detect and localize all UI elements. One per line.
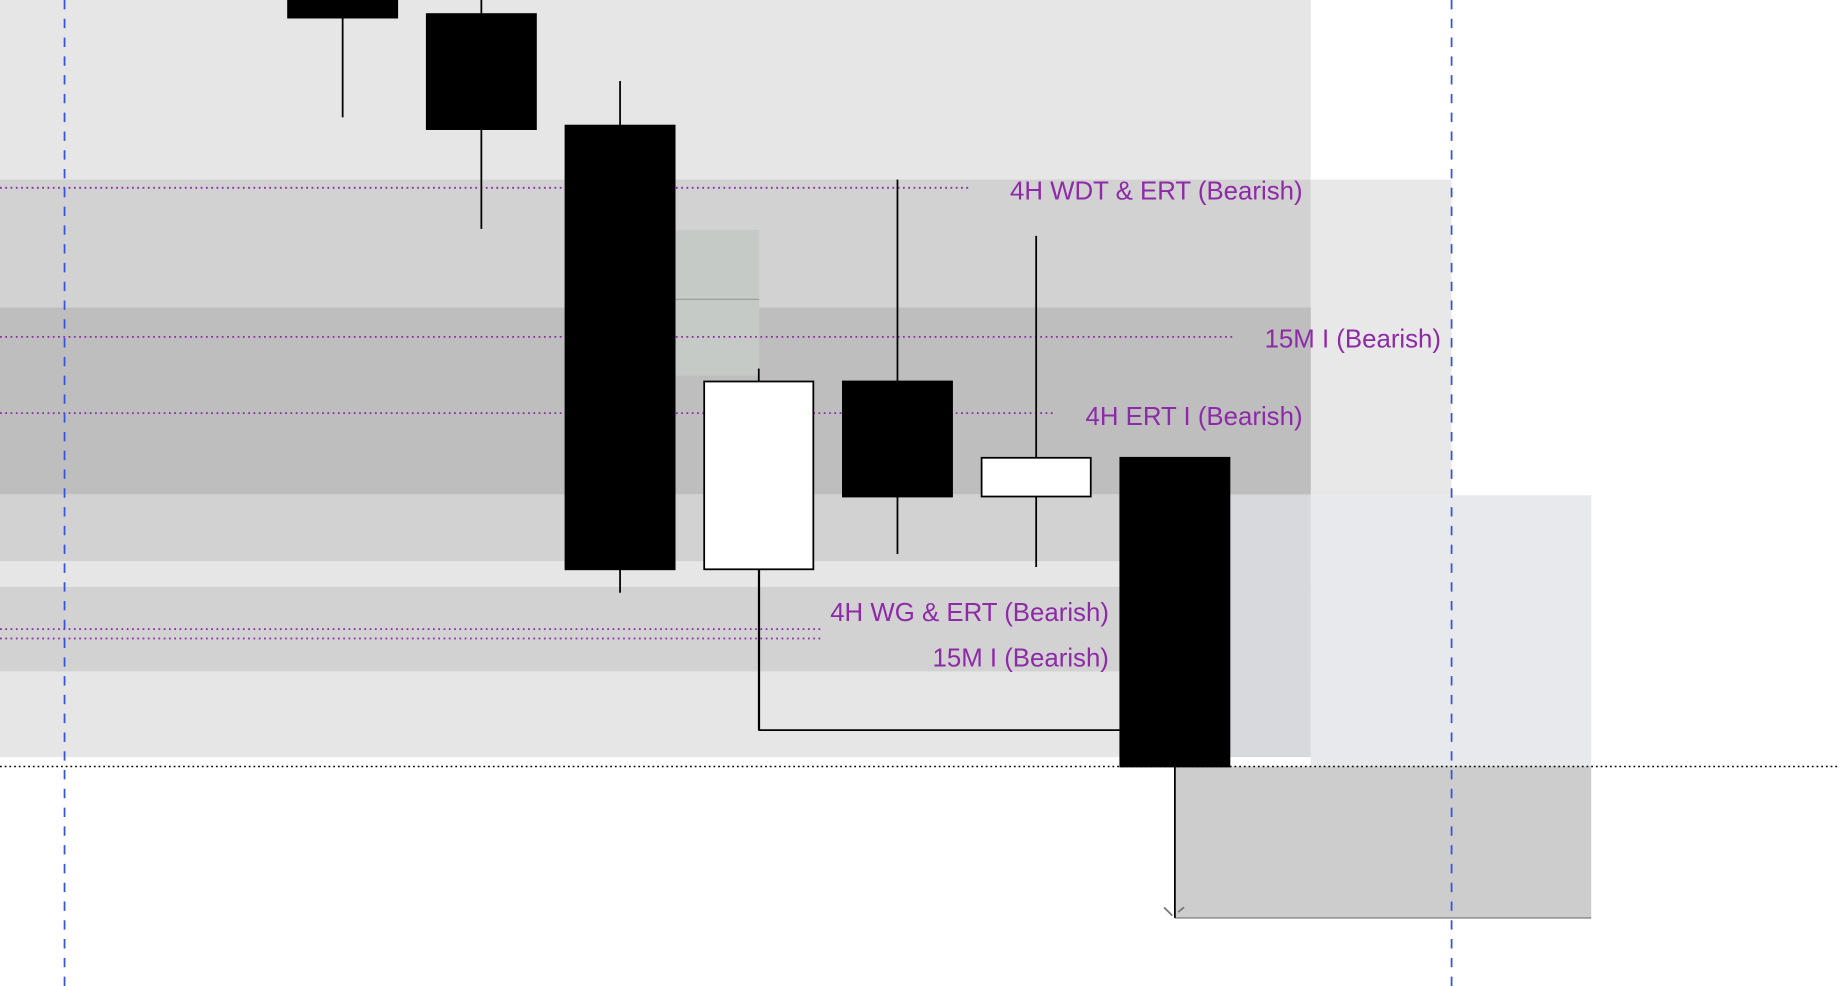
candle-body [425,13,537,130]
target-box[interactable] [1174,766,1592,918]
level-labels: 4H WDT & ERT (Bearish) 15M I (Bearish) 4H … [830,178,1441,673]
level-label: 4H ERT I (Bearish) [1085,403,1302,431]
level-label: 15M I (Bearish) [933,645,1109,673]
candle[interactable] [842,179,953,555]
level-label: 4H WG & ERT (Bearish) [830,599,1109,627]
level-lines [0,186,1233,640]
level-label: 4H WDT & ERT (Bearish) [1010,178,1303,206]
candle[interactable] [564,80,676,593]
level-label: 15M I (Bearish) [1265,325,1441,353]
zone-15m-upper [1310,179,1452,496]
candle[interactable] [703,368,815,731]
candle-body [980,456,1092,498]
resize-handle-icon[interactable] [1163,906,1185,917]
candle-body [703,380,815,571]
candle[interactable] [425,0,537,229]
candle-body [564,124,676,571]
candle[interactable] [1119,456,1231,918]
candle-body [287,0,399,19]
candle[interactable] [980,235,1092,567]
zone-small-box [674,230,760,376]
candle-body [1119,456,1231,768]
zone-right-mid [1229,495,1311,758]
candle[interactable] [287,0,399,118]
candle-body [842,380,953,498]
candles [287,0,1231,918]
zone-right-light [1310,495,1592,767]
